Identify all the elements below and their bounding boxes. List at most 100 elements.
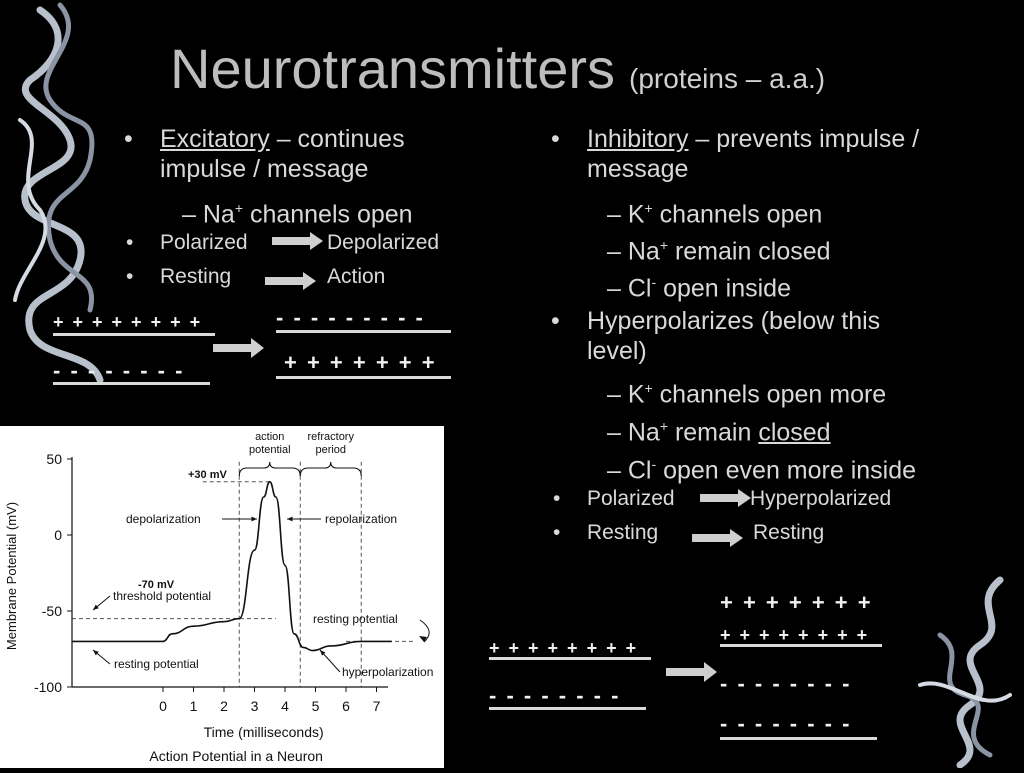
sub-text-post: open even more inside (656, 456, 917, 485)
hyper-sub-na: – Na+ remain closed (607, 411, 831, 447)
inhibitory-sub-cl: – Cl- open inside (607, 267, 791, 303)
hyper-sub-k: – K+ channels open more (607, 373, 886, 409)
right-row2-b: Resting (753, 521, 825, 544)
sup-text: + (644, 200, 653, 216)
arrow-icon (265, 272, 316, 290)
excitatory-desc-line2: impulse / message (160, 155, 369, 183)
bullet-dot: • (551, 125, 560, 153)
bullet-dot: • (553, 487, 561, 510)
right-resting-row: • Resting (553, 520, 659, 546)
membrane-line (720, 644, 882, 647)
sup-text: + (659, 418, 668, 434)
excitatory-sub-na: – Na+ channels open (182, 193, 413, 229)
x-tick-label: 6 (342, 698, 350, 714)
x-tick-label: 5 (312, 698, 320, 714)
hyperpolarizes-bullet: • Hyperpolarizes (below this level) (551, 306, 881, 366)
membrane-line (276, 376, 451, 379)
inhibitory-sub-k: – K+ channels open (607, 193, 822, 229)
sup-text: - (651, 274, 657, 290)
inhibitory-bullet: • Inhibitory – prevents impulse / messag… (551, 124, 920, 184)
left-row2-a: Resting (160, 265, 232, 288)
sub-text-post: channels open (652, 200, 823, 229)
brace-refractory (299, 461, 362, 477)
membrane-line (276, 330, 451, 333)
inhibitory-desc-line2: message (587, 155, 689, 183)
sub-text: – K (607, 380, 645, 409)
annotation-repolarization: repolarization (325, 512, 397, 526)
excitatory-bullet: • Excitatory – continues impulse / messa… (124, 124, 405, 184)
annotation-depolarization: depolarization (126, 512, 201, 526)
annotation-refractory-period: period (315, 444, 346, 456)
x-tick-label: 7 (373, 698, 381, 714)
title-subtitle: (proteins – a.a.) (629, 63, 826, 94)
arrow-threshold-head (93, 604, 99, 610)
excitatory-desc: – continues (269, 125, 405, 153)
sub-text-post: remain closed (668, 237, 831, 266)
bullet-dot: • (124, 125, 133, 153)
sub-text: – Na (607, 237, 660, 266)
y-axis-label: Membrane Potential (mV) (4, 502, 19, 650)
sub-text: – Cl (607, 456, 652, 485)
x-axis-label: Time (milliseconds) (204, 724, 324, 740)
sub-text-post: channels open (243, 200, 413, 229)
annotation-resting-right: resting potential (313, 612, 398, 626)
bullet-dot: • (551, 307, 560, 335)
inhibitory-desc: – prevents impulse / (688, 125, 920, 153)
sub-text-post: channels open more (652, 380, 887, 409)
arrow-resting-right (419, 619, 430, 643)
right-membrane-minus-after-1: - - - - - - - - (720, 671, 852, 696)
left-resting-row: • Resting (126, 264, 232, 290)
bullet-dot: • (126, 265, 134, 288)
arrow-icon (700, 489, 751, 507)
left-membrane-minus: - - - - - - - - (53, 358, 185, 383)
right-row2-a: Resting (587, 521, 659, 544)
y-tick-label: 50 (46, 451, 62, 467)
right-membrane-plus-after-1: + + + + + + + (720, 590, 873, 615)
brace-action-potential (238, 461, 301, 477)
arrow-icon (692, 529, 743, 547)
left-row2-b: Action (327, 265, 386, 288)
chart-title: Action Potential in a Neuron (149, 748, 323, 764)
inhibitory-sub-na: – Na+ remain closed (607, 230, 831, 266)
arrow-icon (666, 662, 717, 682)
sub-text: – Na (182, 200, 235, 229)
annotation-action-potential: action (255, 431, 284, 443)
annotation-plus30: +30 mV (188, 469, 227, 481)
sub-text: – K (607, 200, 645, 229)
annotation-action-potential: potential (249, 444, 291, 456)
membrane-line (489, 657, 651, 660)
hyper-line2: level) (587, 337, 647, 365)
sup-text: - (651, 456, 657, 472)
right-row1-a: Polarized (587, 487, 675, 510)
right-membrane-plus: + + + + + + + + (489, 638, 639, 658)
left-polarized-row: • Polarized (126, 230, 248, 256)
left-row1-b: Depolarized (327, 231, 440, 254)
right-membrane-minus-after-2: - - - - - - - - (720, 711, 852, 736)
hyper-line1: Hyperpolarizes (below this (587, 307, 881, 335)
sub-text-underlined: closed (758, 418, 831, 447)
sup-text: + (234, 200, 243, 216)
bullet-dot: • (553, 521, 561, 544)
sub-text-mid: remain (668, 418, 759, 447)
annotation-resting-left: resting potential (114, 657, 199, 671)
slide-title: Neurotransmitters(proteins – a.a.) (170, 36, 825, 101)
left-membrane-minus-after: - - - - - - - - - (276, 305, 425, 330)
membrane-line (53, 333, 215, 336)
arrow-depolarization-head (251, 516, 257, 522)
membrane-line (489, 707, 646, 710)
y-tick-label: -50 (42, 603, 62, 619)
x-tick-label: 4 (281, 698, 289, 714)
right-polarized-row: • Polarized (553, 486, 675, 512)
x-tick-label: 2 (220, 698, 228, 714)
inhibitory-term: Inhibitory (587, 125, 689, 153)
annotation-threshold: threshold potential (113, 589, 211, 603)
series-line-membrane-potential (71, 480, 392, 652)
arrow-icon (272, 232, 323, 250)
arrow-hyperpolarization-head (320, 650, 326, 656)
arrow-repolarization-head (287, 516, 293, 522)
hyper-sub-cl: – Cl- open even more inside (607, 449, 916, 485)
annotation-refractory-period: refractory (308, 431, 355, 443)
